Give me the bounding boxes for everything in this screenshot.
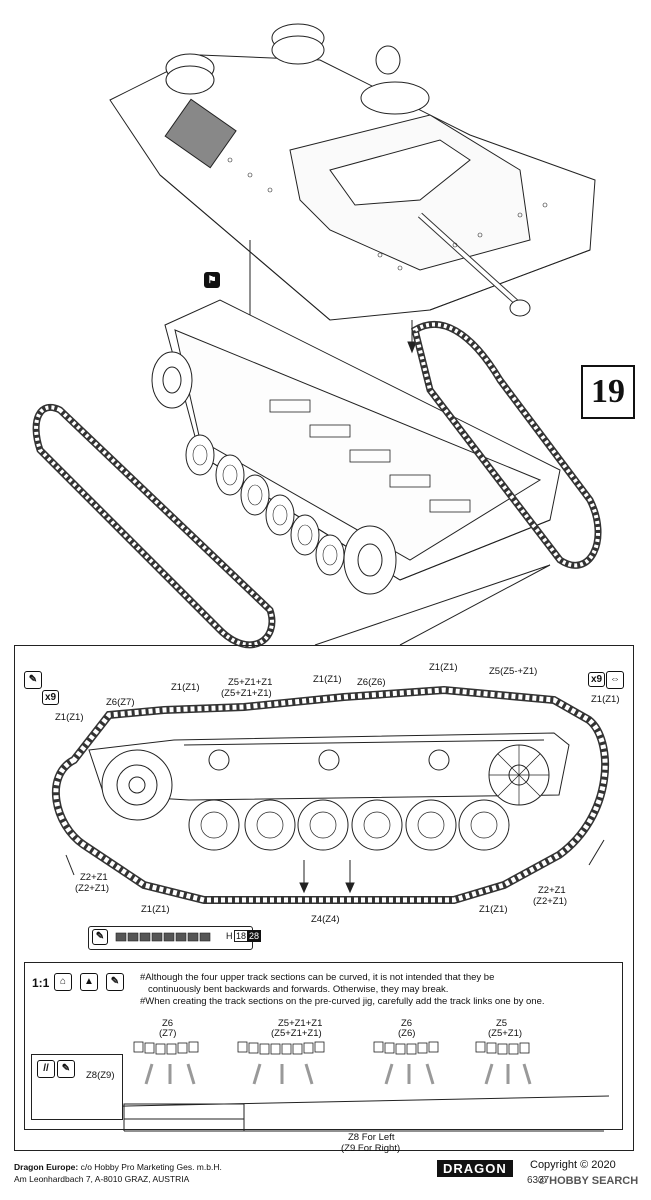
mirror-icon: ⇔	[606, 671, 624, 689]
sprue-number-2: 28	[247, 930, 262, 942]
side-view-track-drawing	[52, 685, 610, 904]
note-line-2: continuously bent backwards and forwards…	[148, 984, 449, 995]
step-number: 19	[591, 373, 625, 410]
label-z5-z1-z1-2: (Z5+Z1+Z1)	[221, 688, 272, 699]
label-z2-z1-left-1: Z2+Z1	[80, 872, 108, 883]
cement-icon: ✎	[24, 671, 42, 689]
sprue-number-1: 18	[234, 930, 249, 942]
label-z1-bottom-right: Z1(Z1)	[479, 904, 508, 915]
label-z1-top-a: Z1(Z1)	[171, 682, 200, 693]
file-icon: //	[37, 1060, 55, 1078]
jig-label-g1-b: (Z7)	[159, 1028, 177, 1039]
jig-label-g3-b: (Z6)	[398, 1028, 416, 1039]
jig-label-g4-a: Z5	[496, 1018, 508, 1029]
scale-label: 1:1	[32, 976, 50, 990]
glue-icon: ⚑	[204, 272, 220, 288]
label-z2-z1-right-2: (Z2+Z1)	[533, 896, 568, 907]
footer-company: Dragon Europe:	[14, 1162, 79, 1172]
step-number-box: 19	[581, 365, 635, 419]
jig-bottom-2: (Z9 For Right)	[341, 1143, 401, 1154]
label-z6-z7: Z6(Z7)	[106, 697, 135, 708]
jig-label-g2-b: (Z5+Z1+Z1)	[271, 1028, 322, 1039]
page-code: 6337	[527, 1175, 550, 1186]
jig-label-g3-a: Z6	[401, 1018, 413, 1029]
jig-label-g1-a: Z6	[162, 1018, 174, 1029]
cement-icon-small: ✎	[92, 929, 108, 945]
footer-line1-rest: c/o Hobby Pro Marketing Ges. m.b.H.	[78, 1162, 222, 1172]
tweezer-icon: ⌂	[54, 973, 72, 991]
label-z1-bottom-left: Z1(Z1)	[141, 904, 170, 915]
label-z2-z1-left-2: (Z2+Z1)	[75, 883, 110, 894]
label-z6-z6: Z6(Z6)	[357, 677, 386, 688]
flip-icon: ▲	[80, 973, 98, 991]
jig-label-g2-a: Z5+Z1+Z1	[278, 1018, 323, 1029]
label-z5-z1-z1-1: Z5+Z1+Z1	[228, 677, 273, 688]
quantity-x9-right: x9	[588, 672, 606, 687]
footer-address-1: Dragon Europe: c/o Hobby Pro Marketing G…	[14, 1162, 222, 1173]
label-z1-right-top: Z1(Z1)	[591, 694, 620, 705]
note-line-3: #When creating the track sections on the…	[140, 996, 545, 1007]
watermark: © HOBBY SEARCH	[538, 1175, 639, 1187]
sprue-tag: H	[226, 931, 233, 941]
label-z1-top-c: Z1(Z1)	[429, 662, 458, 673]
jig-label-g4-b: (Z5+Z1)	[488, 1028, 523, 1039]
jig-drawing	[31, 1041, 610, 1132]
label-z1-left-top: Z1(Z1)	[55, 712, 84, 723]
track-detail-panel	[14, 645, 634, 1151]
cement-icon-notes: ✎	[106, 973, 124, 991]
dragon-logo: DRAGON	[437, 1160, 513, 1177]
track-links-sample	[115, 932, 211, 942]
jig-label-z8: Z8(Z9)	[86, 1070, 115, 1081]
footer-address-2: Am Leonhardbach 7, A-8010 GRAZ, AUSTRIA	[14, 1174, 190, 1184]
label-z1-top-b: Z1(Z1)	[313, 674, 342, 685]
jig-bottom-1: Z8 For Left	[348, 1132, 395, 1143]
quantity-x9-left: x9	[42, 690, 60, 705]
jig-instruction-box	[24, 962, 623, 1130]
note-line-1: #Although the four upper track sections …	[140, 972, 495, 983]
cement-icon-jig: ✎	[57, 1060, 75, 1078]
label-z5: Z5(Z5-+Z1)	[489, 666, 538, 677]
label-z4: Z4(Z4)	[311, 914, 340, 925]
copyright: Copyright © 2020	[530, 1159, 616, 1171]
upper-assembly-drawing	[32, 23, 602, 649]
label-z2-z1-right-1: Z2+Z1	[538, 885, 566, 896]
